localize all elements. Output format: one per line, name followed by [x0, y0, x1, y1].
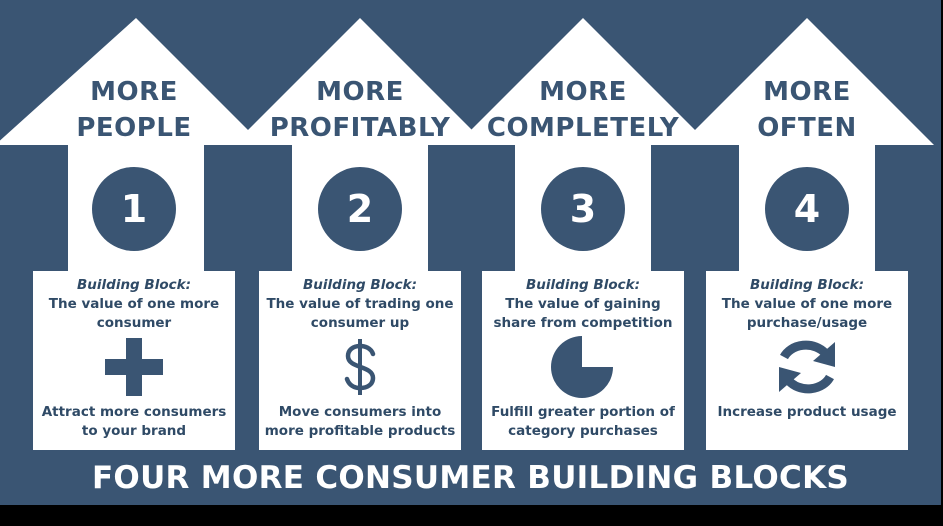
block-more-often: MORE OFTEN 4 Building Block: The value o… [706, 0, 908, 505]
number-badge: 2 [318, 167, 402, 251]
infographic-canvas: MORE PEOPLE 1 Building Block: The value … [0, 0, 941, 505]
building-block-label: Building Block: [303, 277, 417, 293]
building-block-panel: Building Block: The value of gaining sha… [482, 271, 684, 450]
block-more-completely: MORE COMPLETELY 3 Building Block: The va… [482, 0, 684, 505]
building-block-panel: Building Block: The value of trading one… [259, 271, 461, 450]
arrow-shapes [0, 18, 934, 271]
number-badge: 4 [765, 167, 849, 251]
arrow-4-shape [680, 18, 934, 271]
building-block-label: Building Block: [526, 277, 640, 293]
pie-chart-icon [482, 336, 684, 398]
block-title: MORE PROFITABLY [269, 77, 451, 143]
number-badge: 1 [92, 167, 176, 251]
infographic-title: FOUR MORE CONSUMER BUILDING BLOCKS [91, 460, 850, 496]
number-badge: 3 [541, 167, 625, 251]
block-more-people: MORE PEOPLE 1 Building Block: The value … [33, 0, 235, 505]
arrow-1-shape [0, 18, 263, 271]
dollar-icon [259, 337, 461, 397]
block-title: MORE OFTEN [757, 77, 857, 143]
arrow-3-shape [456, 18, 710, 271]
block-more-profitably: MORE PROFITABLY 2 Building Block: The va… [259, 0, 461, 505]
building-block-panel: Building Block: The value of one more pu… [706, 271, 908, 450]
block-title: MORE COMPLETELY [486, 77, 680, 143]
block-title: MORE PEOPLE [76, 77, 192, 143]
building-block-label: Building Block: [77, 277, 191, 293]
plus-icon [33, 337, 235, 397]
refresh-icon [706, 337, 908, 397]
building-block-label: Building Block: [750, 277, 864, 293]
building-block-panel: Building Block: The value of one more co… [33, 271, 235, 450]
arrow-2-shape [233, 18, 487, 271]
